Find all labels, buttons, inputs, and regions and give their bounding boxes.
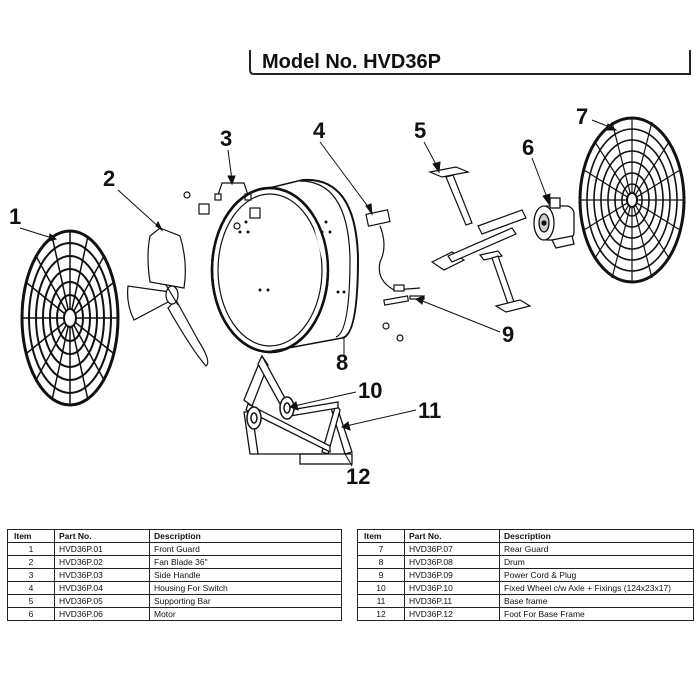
drum-drawing bbox=[210, 178, 360, 354]
part-no-cell: HVD36P.06 bbox=[54, 607, 150, 621]
description-cell: Base frame bbox=[499, 594, 694, 608]
part-no-cell: HVD36P.01 bbox=[54, 542, 150, 556]
description-cell: Rear Guard bbox=[499, 542, 694, 556]
callout-10: 10 bbox=[358, 378, 382, 403]
table-row: 9 HVD36P.09 Power Cord & Plug bbox=[357, 568, 694, 582]
description-cell: Fan Blade 36" bbox=[149, 555, 342, 569]
item-cell: 1 bbox=[7, 542, 55, 556]
side-handle-drawing bbox=[183, 182, 261, 230]
item-cell: 4 bbox=[7, 581, 55, 595]
wheel-drawing bbox=[246, 396, 295, 430]
header-item: Item bbox=[7, 529, 55, 543]
callout-2: 2 bbox=[103, 166, 115, 191]
callout-3: 3 bbox=[220, 126, 232, 151]
callout-1: 1 bbox=[9, 204, 21, 229]
callout-12: 12 bbox=[346, 464, 370, 489]
callout-5: 5 bbox=[414, 118, 426, 143]
description-cell: Front Guard bbox=[149, 542, 342, 556]
part-no-cell: HVD36P.10 bbox=[404, 581, 500, 595]
header-part-no: Part No. bbox=[404, 529, 500, 543]
table-row: 3 HVD36P.03 Side Handle bbox=[7, 568, 342, 582]
description-cell: Side Handle bbox=[149, 568, 342, 582]
table-row: 8 HVD36P.08 Drum bbox=[357, 555, 694, 569]
header-item: Item bbox=[357, 529, 405, 543]
part-no-cell: HVD36P.03 bbox=[54, 568, 150, 582]
callout-11: 11 bbox=[418, 398, 441, 423]
table-header-row: Item Part No. Description bbox=[357, 529, 694, 543]
item-cell: 12 bbox=[357, 607, 405, 621]
callout-4: 4 bbox=[313, 118, 326, 143]
callout-labels: 1 2 3 4 5 6 7 8 9 10 11 12 bbox=[9, 104, 588, 489]
table-row: 12 HVD36P.12 Foot For Base Frame bbox=[357, 607, 694, 621]
front-guard-drawing bbox=[20, 229, 120, 407]
item-cell: 10 bbox=[357, 581, 405, 595]
item-cell: 8 bbox=[357, 555, 405, 569]
item-cell: 7 bbox=[357, 542, 405, 556]
description-cell: Supporting Bar bbox=[149, 594, 342, 608]
part-no-cell: HVD36P.07 bbox=[404, 542, 500, 556]
table-row: 10 HVD36P.10 Fixed Wheel c/w Axle + Fixi… bbox=[357, 581, 694, 595]
table-row: 7 HVD36P.07 Rear Guard bbox=[357, 542, 694, 556]
part-no-cell: HVD36P.02 bbox=[54, 555, 150, 569]
part-no-cell: HVD36P.11 bbox=[404, 594, 500, 608]
item-cell: 2 bbox=[7, 555, 55, 569]
part-no-cell: HVD36P.08 bbox=[404, 555, 500, 569]
supporting-bars-drawing bbox=[427, 166, 532, 313]
description-cell: Foot For Base Frame bbox=[499, 607, 694, 621]
item-cell: 11 bbox=[357, 594, 405, 608]
header-description: Description bbox=[149, 529, 342, 543]
rear-guard-drawing bbox=[578, 116, 686, 284]
part-no-cell: HVD36P.12 bbox=[404, 607, 500, 621]
item-cell: 3 bbox=[7, 568, 55, 582]
table-row: 2 HVD36P.02 Fan Blade 36" bbox=[7, 555, 342, 569]
part-no-cell: HVD36P.05 bbox=[54, 594, 150, 608]
description-cell: Fixed Wheel c/w Axle + Fixings (124x23x1… bbox=[499, 581, 694, 595]
title-box: Model No. HVD36P bbox=[249, 50, 691, 75]
table-row: 4 HVD36P.04 Housing For Switch bbox=[7, 581, 342, 595]
callout-6: 6 bbox=[522, 135, 534, 160]
part-no-cell: HVD36P.04 bbox=[54, 581, 150, 595]
item-cell: 6 bbox=[7, 607, 55, 621]
fan-blade-drawing bbox=[127, 227, 209, 367]
callout-7: 7 bbox=[576, 104, 588, 129]
description-cell: Housing For Switch bbox=[149, 581, 342, 595]
callout-9: 9 bbox=[502, 322, 514, 347]
leader-lines bbox=[19, 119, 618, 467]
table-header-row: Item Part No. Description bbox=[7, 529, 342, 543]
title-text: Model No. HVD36P bbox=[262, 51, 441, 73]
exploded-parts-diagram: Model No. HVD36P bbox=[9, 50, 691, 489]
part-no-cell: HVD36P.09 bbox=[404, 568, 500, 582]
item-cell: 9 bbox=[357, 568, 405, 582]
parts-table-right: Item Part No. Description 7 HVD36P.07 Re… bbox=[357, 529, 694, 621]
header-part-no: Part No. bbox=[54, 529, 150, 543]
parts-table-left: Item Part No. Description 1 HVD36P.01 Fr… bbox=[7, 529, 342, 621]
table-row: 11 HVD36P.11 Base frame bbox=[357, 594, 694, 608]
description-cell: Power Cord & Plug bbox=[499, 568, 694, 582]
switch-housing-drawing bbox=[365, 209, 425, 342]
description-cell: Drum bbox=[499, 555, 694, 569]
motor-drawing bbox=[533, 197, 575, 249]
table-row: 6 HVD36P.06 Motor bbox=[7, 607, 342, 621]
callout-8: 8 bbox=[336, 350, 348, 375]
table-row: 1 HVD36P.01 Front Guard bbox=[7, 542, 342, 556]
item-cell: 5 bbox=[7, 594, 55, 608]
table-row: 5 HVD36P.05 Supporting Bar bbox=[7, 594, 342, 608]
header-description: Description bbox=[499, 529, 694, 543]
description-cell: Motor bbox=[149, 607, 342, 621]
